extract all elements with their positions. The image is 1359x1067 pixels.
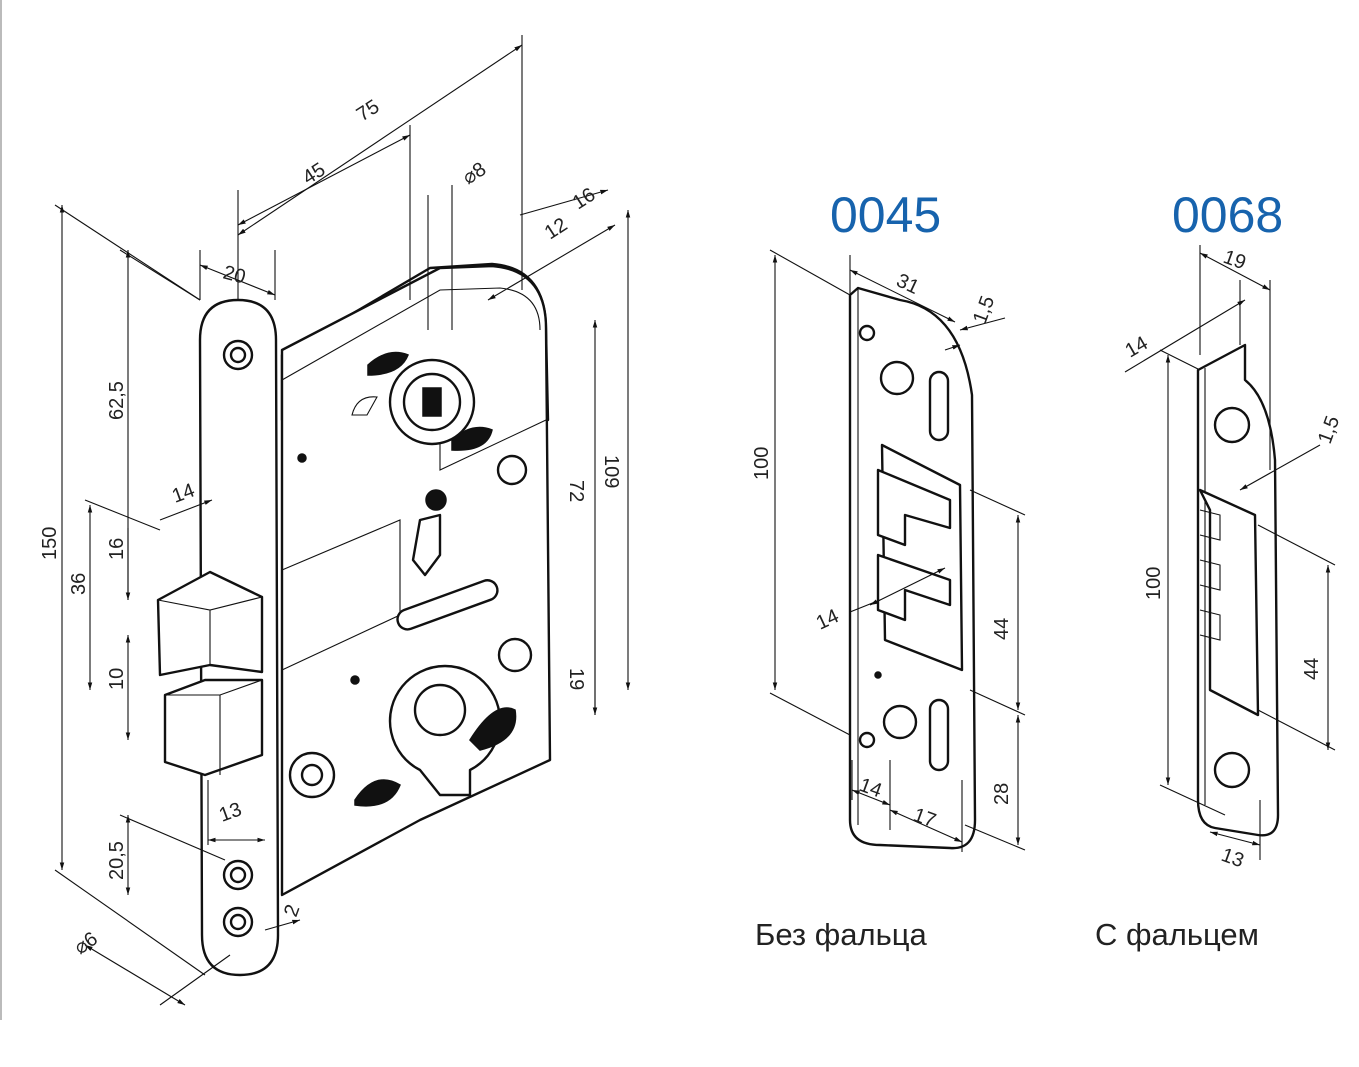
dim-31: 31 <box>893 270 922 299</box>
strike-0045-dimensions <box>769 249 1026 852</box>
dim-14: 14 <box>1122 332 1152 362</box>
dim-16-left: 16 <box>106 538 128 560</box>
dim-14: 14 <box>813 605 842 634</box>
model-number-0045: 0045 <box>830 187 941 243</box>
dim-19: 19 <box>565 668 587 690</box>
dim-62-5: 62,5 <box>106 381 128 420</box>
dim-12: 12 <box>541 214 572 245</box>
dim-16-top: 16 <box>569 184 600 215</box>
dim-75: 75 <box>353 96 384 127</box>
dim-150: 150 <box>39 527 61 560</box>
dim-1-5: 1,5 <box>969 293 999 327</box>
dim-100: 100 <box>751 447 773 480</box>
dim-109: 109 <box>600 455 622 488</box>
caption-without-rebate: Без фальца <box>755 917 927 952</box>
dim-19: 19 <box>1220 246 1248 274</box>
lock-dimension-labels: 75 45 ⌀8 16 12 20 62,5 150 14 16 36 10 7… <box>39 96 622 959</box>
dim-20-faceplate: 20 <box>221 262 248 289</box>
dim-72: 72 <box>565 480 587 502</box>
dead-bolt <box>163 678 264 777</box>
caption-with-rebate: С фальцем <box>1095 917 1259 952</box>
dim-44: 44 <box>991 618 1013 640</box>
lock-dimensions <box>54 35 631 1006</box>
model-number-0068: 0068 <box>1172 187 1283 243</box>
dim-100: 100 <box>1143 567 1165 600</box>
dim-36: 36 <box>68 573 90 595</box>
dim-dia-8: ⌀8 <box>459 158 490 189</box>
dim-28: 28 <box>991 783 1013 805</box>
dim-45: 45 <box>299 159 330 190</box>
dim-10: 10 <box>106 668 128 690</box>
strike-plate-0045: 0045 <box>830 187 977 850</box>
strike-0068-dimensions <box>1124 245 1336 860</box>
dim-20-5: 20,5 <box>106 841 128 880</box>
page-border <box>0 0 2 1020</box>
dim-13: 13 <box>1218 844 1246 872</box>
slot <box>396 579 499 631</box>
lock-body <box>280 264 552 897</box>
mortise-lock <box>156 262 552 977</box>
dim-44: 44 <box>1301 658 1323 680</box>
dim-1-5: 1,5 <box>1314 413 1344 447</box>
dim-dia-6: ⌀6 <box>70 928 102 959</box>
dim-14-latch: 14 <box>169 479 197 507</box>
strike-plate-0068: 0068 <box>1172 187 1283 837</box>
strike-0068-labels: 19 14 1,5 100 44 13 <box>1122 246 1345 872</box>
dim-2: 2 <box>280 902 304 920</box>
